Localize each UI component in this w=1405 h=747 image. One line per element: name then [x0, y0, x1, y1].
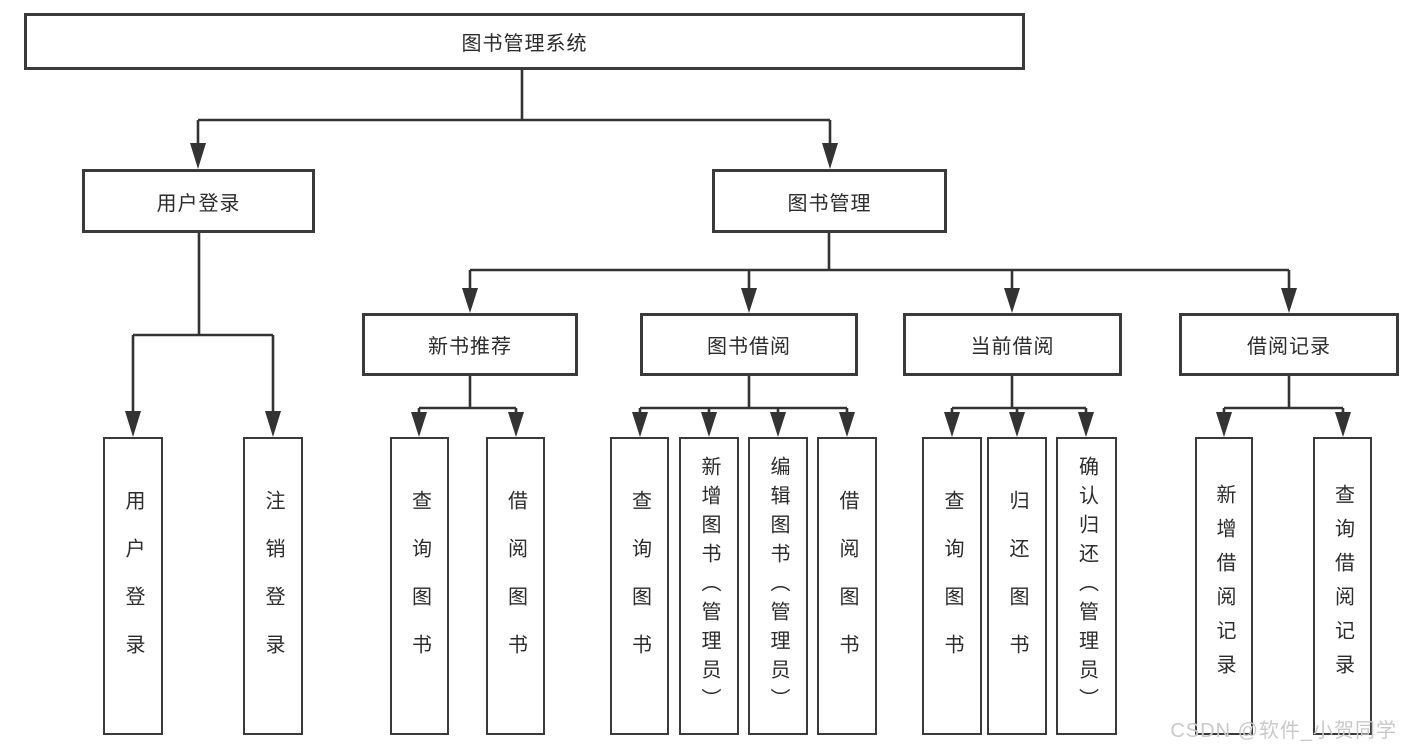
node-book-borrow: 图书借阅 [640, 313, 858, 376]
node-label: 新增图书（管理员） [698, 455, 720, 717]
arrow-down-icon [462, 288, 478, 313]
node-leaf-return-book: 归还图书 [987, 437, 1047, 735]
arrow-down-icon [1335, 412, 1351, 437]
node-leaf-logout: 注销登录 [243, 437, 303, 735]
node-leaf-query-books-1: 查询图书 [390, 437, 449, 735]
connector-book-borrow-to-leaves [632, 376, 855, 437]
arrow-down-icon [411, 412, 427, 437]
arrow-down-icon [839, 412, 855, 437]
connector-current-borrow-to-leaves [944, 376, 1094, 437]
node-label: 新增借阅记录 [1213, 484, 1235, 688]
node-leaf-user-login: 用户登录 [103, 437, 163, 735]
node-label: 图书借阅 [707, 336, 791, 358]
arrow-down-icon [1281, 288, 1297, 313]
connector-new-book-to-leaves [411, 376, 524, 437]
connector-borrow-records-to-leaves [1216, 376, 1351, 437]
node-leaf-add-borrow-record: 新增借阅记录 [1195, 437, 1253, 735]
node-leaf-confirm-return-admin: 确认归还（管理员） [1056, 437, 1117, 735]
node-library-management-system: 图书管理系统 [24, 13, 1025, 70]
arrow-down-icon [508, 412, 524, 437]
node-label: 借阅图书 [504, 490, 527, 682]
node-leaf-borrow-books-2: 借阅图书 [817, 437, 877, 735]
arrow-down-icon [1009, 412, 1025, 437]
node-label: 确认归还（管理员） [1075, 455, 1098, 717]
arrow-down-icon [701, 412, 717, 437]
node-book-management: 图书管理 [712, 169, 947, 233]
arrow-down-icon [1216, 412, 1232, 437]
node-leaf-query-books-2: 查询图书 [610, 437, 669, 735]
node-leaf-query-books-3: 查询图书 [922, 437, 982, 735]
arrow-down-icon [125, 411, 141, 437]
node-label: 归还图书 [1006, 490, 1028, 682]
node-new-book-recommend: 新书推荐 [362, 313, 578, 376]
node-label: 图书管理 [787, 192, 872, 215]
node-leaf-edit-book-admin: 编辑图书（管理员） [748, 437, 808, 735]
node-current-borrow: 当前借阅 [903, 313, 1122, 376]
node-label: 查询图书 [408, 490, 431, 682]
arrow-down-icon [822, 143, 838, 169]
node-label: 图书管理系统 [461, 33, 588, 55]
node-label: 注销登录 [262, 490, 284, 682]
arrow-down-icon [741, 288, 757, 313]
node-borrow-records: 借阅记录 [1179, 313, 1399, 376]
connector-root-to-level2 [190, 68, 838, 169]
arrow-down-icon [632, 412, 648, 437]
node-leaf-add-book-admin: 新增图书（管理员） [679, 437, 739, 735]
arrow-down-icon [770, 412, 786, 437]
node-label: 借阅记录 [1247, 336, 1331, 358]
node-leaf-query-borrow-record: 查询借阅记录 [1313, 437, 1372, 735]
connector-book-management-to-level3 [462, 233, 1297, 313]
arrow-down-icon [190, 143, 206, 169]
node-label: 当前借阅 [970, 336, 1055, 358]
arrow-down-icon [944, 412, 960, 437]
arrow-down-icon [1078, 412, 1094, 437]
node-label: 查询图书 [941, 490, 963, 682]
csdn-watermark: CSDN @软件_小贺同学 [1170, 720, 1397, 742]
connector-user-login-to-leaves [125, 233, 281, 437]
node-label: 用户登录 [122, 490, 144, 682]
node-leaf-borrow-books-1: 借阅图书 [486, 437, 545, 735]
node-label: 查询图书 [628, 490, 651, 682]
arrow-down-icon [265, 411, 281, 437]
arrow-down-icon [1004, 288, 1020, 313]
node-user-login: 用户登录 [82, 169, 315, 233]
node-label: 借阅图书 [836, 490, 858, 682]
node-label: 查询借阅记录 [1331, 484, 1354, 688]
node-label: 用户登录 [156, 192, 241, 215]
node-label: 新书推荐 [428, 336, 512, 358]
node-label: 编辑图书（管理员） [767, 455, 789, 717]
